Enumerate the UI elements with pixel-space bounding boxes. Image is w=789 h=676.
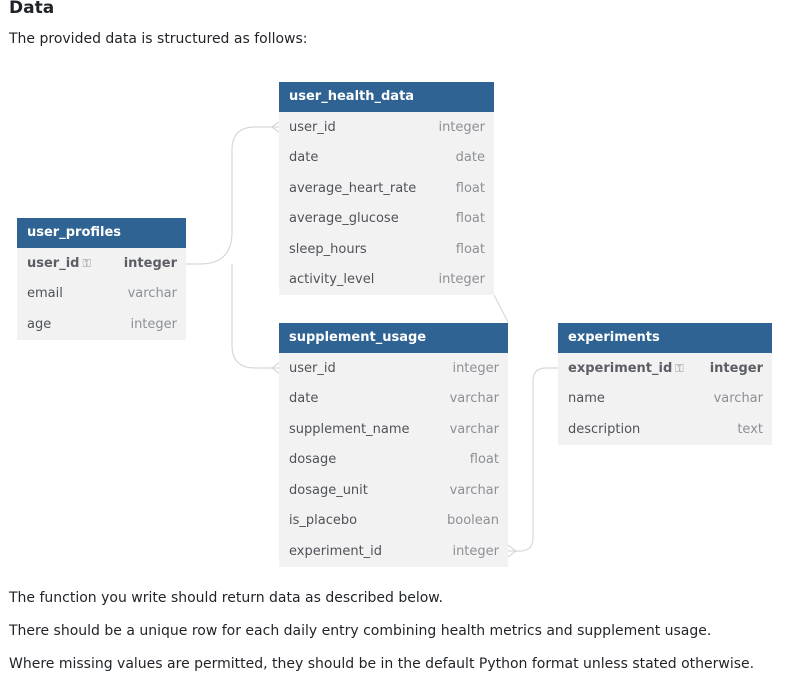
field-name: average_heart_rate [289, 180, 417, 196]
field-row: age integer [17, 309, 186, 340]
field-type: integer [123, 255, 177, 271]
field-name: name [568, 391, 605, 407]
connector-supplement-experiments [508, 367, 559, 552]
field-name: user_id [289, 360, 336, 376]
field-type: boolean [447, 513, 499, 529]
field-row: sleep_hours float [279, 234, 494, 265]
field-name: age [27, 316, 52, 332]
table-title: experiments [558, 323, 772, 353]
field-row: activity_level integer [279, 265, 494, 296]
field-row: average_heart_rate float [279, 173, 494, 204]
field-type: integer [709, 360, 763, 376]
table-title: user_profiles [17, 218, 186, 248]
field-name: activity_level [289, 272, 375, 288]
field-row: user_id integer [279, 112, 494, 143]
field-type: text [737, 421, 763, 437]
field-row-primary-key: user_id⚿ integer [17, 248, 186, 279]
intro-text: The provided data is structured as follo… [9, 31, 308, 47]
field-row: name varchar [558, 384, 772, 415]
field-name: is_placebo [289, 513, 358, 529]
table-title: user_health_data [279, 82, 494, 112]
field-name: description [568, 421, 641, 437]
field-row: dosage_unit varchar [279, 475, 508, 506]
field-type: float [455, 211, 485, 227]
field-name-wrap: experiment_id⚿ [568, 361, 684, 376]
field-type: varchar [449, 421, 499, 437]
field-name: date [289, 150, 319, 166]
field-name: user_id [27, 255, 80, 271]
field-row: email varchar [17, 279, 186, 310]
field-row-primary-key: experiment_id⚿ integer [558, 353, 772, 384]
field-name: experiment_id [568, 360, 673, 376]
field-name: dosage [289, 452, 337, 468]
field-type: integer [438, 272, 485, 288]
field-row: user_id integer [279, 353, 508, 384]
field-type: integer [130, 316, 177, 332]
connector-profiles-health [186, 126, 280, 265]
page-heading: Data [9, 0, 55, 18]
field-name-wrap: user_id⚿ [27, 256, 91, 271]
field-type: varchar [449, 391, 499, 407]
field-name: supplement_name [289, 421, 410, 437]
field-name: user_id [289, 119, 336, 135]
field-name: date [289, 391, 319, 407]
field-row: is_placebo boolean [279, 506, 508, 537]
table-experiments: experiments experiment_id⚿ integer name va… [558, 323, 772, 445]
many-marker-experiments [507, 544, 517, 558]
field-type: integer [438, 119, 485, 135]
field-type: float [469, 452, 499, 468]
field-type: float [455, 180, 485, 196]
field-name: email [27, 286, 63, 302]
field-row: average_glucose float [279, 204, 494, 235]
field-row: date varchar [279, 384, 508, 415]
field-name: dosage_unit [289, 482, 368, 498]
field-type: varchar [127, 286, 177, 302]
field-name: experiment_id [289, 543, 383, 559]
key-icon: ⚿ [675, 361, 684, 375]
paragraph-return-description: The function you write should return dat… [9, 590, 443, 606]
key-icon: ⚿ [82, 256, 91, 270]
field-row: dosage float [279, 445, 508, 476]
paragraph-missing-values: Where missing values are permitted, they… [9, 656, 755, 672]
field-type: integer [452, 543, 499, 559]
field-type: varchar [713, 391, 763, 407]
field-row: supplement_name varchar [279, 414, 508, 445]
table-title: supplement_usage [279, 323, 508, 353]
field-type: date [455, 150, 485, 166]
paragraph-unique-row: There should be a unique row for each da… [9, 623, 712, 639]
field-type: varchar [449, 482, 499, 498]
field-type: float [455, 241, 485, 257]
field-row: description text [558, 414, 772, 445]
field-type: integer [452, 360, 499, 376]
field-row: date date [279, 143, 494, 174]
field-name: average_glucose [289, 211, 399, 227]
connector-profiles-supplement [231, 264, 280, 369]
table-gap-bevel [493, 294, 509, 323]
field-row: experiment_id integer [279, 536, 508, 567]
field-name: sleep_hours [289, 241, 367, 257]
